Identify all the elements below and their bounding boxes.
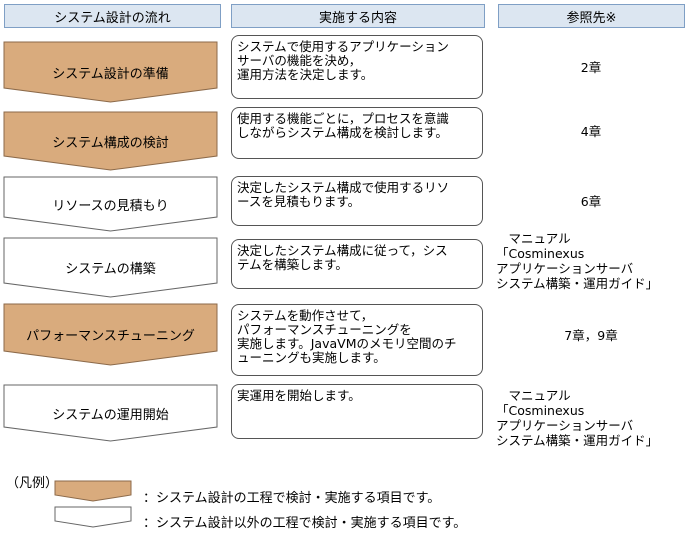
legend-design-swatch (54, 480, 132, 502)
header-ref: 参照先※ (498, 4, 685, 28)
step-reference-5: 7章，9章 (496, 328, 686, 343)
step-arrow-3 (3, 176, 218, 232)
description-line: テムを構築します。 (237, 257, 348, 272)
step-description-6: 実運用を開始します。 (231, 384, 483, 439)
header-flow: システム設計の流れ (4, 4, 221, 28)
legend-title: （凡例） (6, 476, 59, 491)
header-content: 実施する内容 (231, 4, 485, 28)
step-reference-3: 6章 (496, 194, 686, 209)
step-arrow-6 (3, 384, 218, 442)
step-arrow-2 (3, 111, 218, 171)
description-line: ースを見積もります。 (237, 194, 361, 209)
description-line: 使用する機能ごとに，プロセスを意識 (237, 111, 449, 126)
step-label-3: リソースの見積もり (52, 198, 169, 214)
legend-design-text: ：システム設計の工程で検討・実施する項目です。 (143, 491, 441, 506)
reference-line: マニュアル (496, 388, 571, 403)
description-line: 実運用を開始します。 (237, 388, 361, 403)
description-line: サーバの機能を決め， (237, 53, 362, 68)
step-label-2: システム構成の検討 (52, 135, 169, 151)
reference-line: 6章 (580, 194, 602, 209)
legend-other-swatch (54, 506, 132, 528)
reference-line: アプリケーションサーバ (496, 261, 634, 276)
description-line: 実施します。JavaVMのメモリ空間のチ (237, 336, 457, 351)
step-arrow-1 (3, 41, 218, 103)
reference-line: 7章，9章 (564, 328, 618, 343)
legend-other-text: ：システム設計以外の工程で検討・実施する項目です。 (143, 516, 467, 531)
step-label-4: システムの構築 (65, 262, 156, 277)
step-description-2: 使用する機能ごとに，プロセスを意識しながらシステム構成を検討します。 (231, 107, 483, 159)
step-description-1: システムで使用するアプリケーションサーバの機能を決め，運用方法を決定します。 (231, 35, 483, 99)
step-description-3: 決定したシステム構成で使用するリソースを見積もります。 (231, 176, 483, 226)
description-line: システムで使用するアプリケーション (237, 39, 449, 54)
reference-line: 「Cosminexus (496, 246, 585, 261)
step-label-6: システムの運用開始 (52, 407, 169, 423)
description-line: しながらシステム構成を検討します。 (237, 125, 448, 140)
reference-line: システム構築・運用ガイド」 (496, 433, 659, 448)
reference-line: 2章 (580, 60, 602, 75)
description-line: システムを動作させて， (237, 308, 374, 323)
step-description-4: 決定したシステム構成に従って，システムを構築します。 (231, 239, 483, 289)
reference-line: システム構築・運用ガイド」 (496, 276, 659, 291)
step-label-5: パフォーマンスチューニング (26, 329, 195, 344)
description-line: ューニングも実施します。 (237, 350, 386, 365)
reference-line: アプリケーションサーバ (496, 418, 634, 433)
reference-line: 「Cosminexus (496, 403, 585, 418)
step-reference-2: 4章 (496, 124, 686, 139)
description-line: 運用方法を決定します。 (237, 67, 374, 82)
reference-line: マニュアル (496, 231, 571, 246)
step-arrow-5 (3, 303, 218, 366)
step-reference-1: 2章 (496, 60, 686, 75)
description-line: 決定したシステム構成で使用するリソ (237, 180, 450, 195)
step-description-5: システムを動作させて，パフォーマンスチューニングを実施します。JavaVMのメモ… (231, 304, 483, 376)
step-arrow-4 (3, 237, 218, 298)
description-line: パフォーマンスチューニングを (237, 322, 412, 337)
description-line: 決定したシステム構成に従って，シス (237, 243, 448, 258)
step-label-1: システム設計の準備 (52, 66, 169, 82)
reference-line: 4章 (580, 124, 602, 139)
